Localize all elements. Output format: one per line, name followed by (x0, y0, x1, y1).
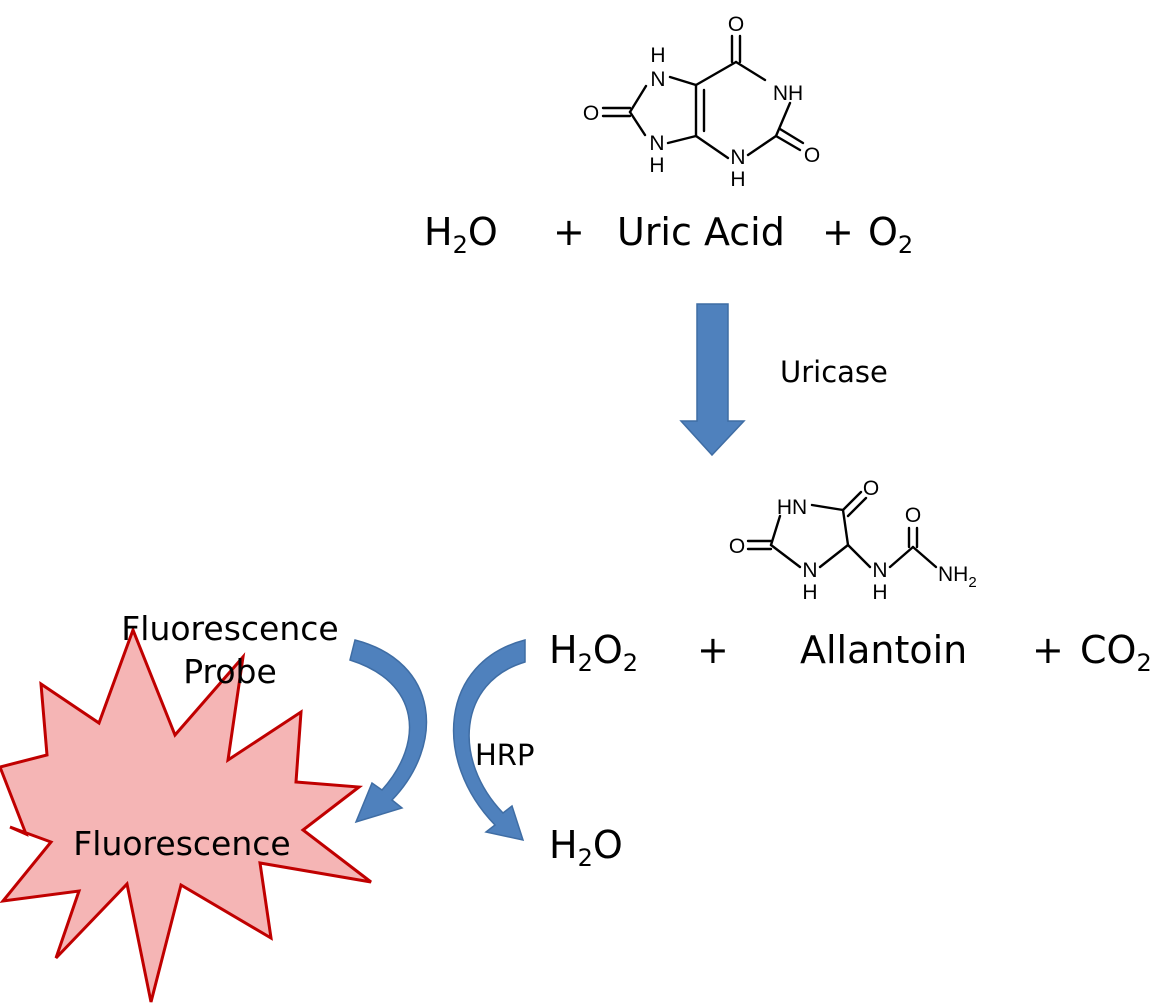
uricase-arrow-icon (679, 303, 746, 457)
uric-atom-nh-right: NH (773, 82, 803, 105)
uric-atom-n-bridge-top: N (650, 68, 665, 91)
allantoin-label: Allantoin (800, 628, 967, 672)
uric-atom-n-bridge-bottom: N (649, 132, 664, 155)
allantoin-structure: HN O O N H N H O NH2 (729, 477, 977, 604)
probe-label-line1: Fluorescence (121, 609, 338, 648)
allantoin-atom-h-chain: H (872, 581, 887, 604)
uric-atom-o-right: O (804, 144, 820, 167)
allantoin-atom-n-chain: N (872, 559, 887, 582)
uric-atom-o-top: O (728, 13, 744, 36)
reaction-2-products: H2O2 + Allantoin + CO2 (549, 628, 1152, 677)
uric-atom-n-bottom: N (730, 146, 745, 169)
plus-sign-3: + (697, 628, 729, 672)
uric-acid-label: Uric Acid (617, 210, 785, 254)
peroxide-formula: H2O2 (549, 628, 638, 677)
allantoin-atom-o-urea: O (905, 504, 921, 527)
plus-sign-4: + (1032, 628, 1064, 672)
uric-atom-h-bridge-bottom: H (649, 154, 664, 177)
fluorescence-burst-icon (0, 625, 372, 1003)
allantoin-atom-o-top: O (863, 477, 879, 500)
fluorescence-label: Fluorescence (73, 824, 290, 863)
co2-formula: CO2 (1080, 628, 1152, 677)
allantoin-atom-hn: HN (777, 496, 807, 519)
uric-atom-h-bridge-top: H (650, 44, 665, 67)
water-product-formula: H2O (549, 823, 623, 872)
allantoin-atom-o-left: O (729, 535, 745, 558)
probe-label-line2: Probe (183, 652, 277, 691)
reaction-1-reactants: H2O + Uric Acid + O2 (424, 210, 913, 259)
uric-atom-h-bottom: H (730, 168, 745, 191)
uric-acid-structure: O NH O N H N H O N H (583, 13, 820, 191)
plus-sign-1: + (553, 210, 585, 254)
allantoin-atom-h-ring: H (802, 581, 817, 604)
allantoin-atom-nh2: NH2 (938, 563, 977, 591)
oxygen-formula: O2 (868, 210, 913, 259)
probe-to-fluorescence-arrow-icon (349, 639, 428, 824)
uric-atom-o-left: O (583, 102, 599, 125)
water-formula: H2O (424, 210, 498, 259)
allantoin-atom-n-ring: N (802, 559, 817, 582)
plus-sign-2: + (822, 210, 854, 254)
peroxide-to-water-arrow-icon (452, 639, 526, 842)
uricase-label: Uricase (780, 355, 888, 389)
hrp-label: HRP (475, 738, 534, 772)
